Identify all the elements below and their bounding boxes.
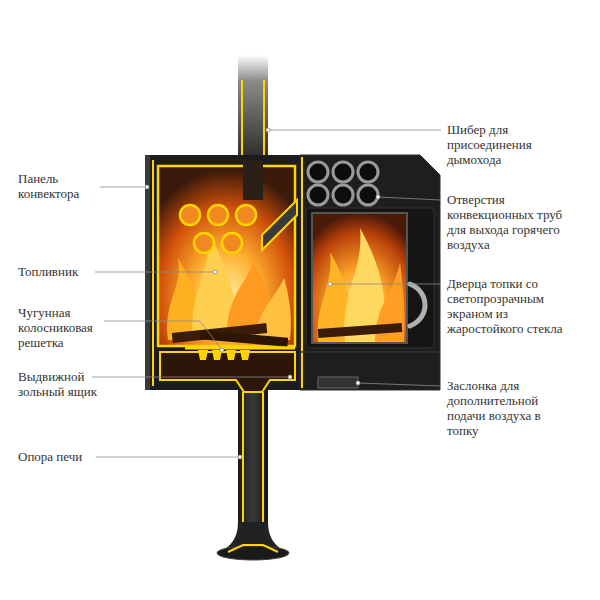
leader-dot	[238, 455, 242, 459]
leader-dot	[356, 381, 360, 385]
grate	[185, 347, 295, 350]
tube	[208, 205, 228, 225]
tube	[180, 205, 200, 225]
outlet-hole	[308, 162, 328, 182]
leader-line	[96, 457, 240, 458]
callout-label: Шибер для присоединения дымохода	[447, 122, 547, 167]
tube	[222, 233, 242, 253]
cutaway-edge	[228, 545, 278, 552]
leader-dots	[145, 128, 380, 459]
callout-label: Заслонка для дополнительной подачи возду…	[447, 378, 572, 438]
callout-label: Топливник	[18, 264, 108, 279]
leader-line	[268, 130, 441, 131]
outlet-hole	[358, 185, 378, 205]
log	[318, 323, 402, 338]
leader-line	[330, 284, 441, 285]
outlet-hole	[358, 162, 378, 182]
callout-label: Панель конвектора	[18, 171, 108, 201]
cutaway-edge	[152, 160, 154, 386]
grate-bar	[240, 350, 250, 360]
leader-dot	[376, 195, 380, 199]
grate-bars	[198, 350, 250, 360]
support-foot	[217, 546, 289, 560]
flames	[167, 232, 291, 347]
leader-line	[358, 383, 441, 386]
flue-opening	[243, 160, 263, 200]
grate-bar	[226, 350, 236, 360]
drawer-seam	[300, 351, 440, 353]
leader-line	[100, 187, 147, 188]
stove-front	[300, 155, 440, 390]
leader-dot	[328, 282, 332, 286]
cutaway-edge	[263, 80, 265, 168]
grate-bar	[198, 350, 208, 360]
ash-box	[160, 352, 295, 392]
leader-dot	[213, 270, 217, 274]
callout-label: Отверстия конвекционных труб для выхода …	[447, 192, 577, 252]
leader-line	[92, 377, 290, 378]
cutaway-edge	[301, 157, 303, 388]
leader-dot	[145, 185, 149, 189]
outlet-hole	[333, 162, 353, 182]
cutaway-edge	[241, 80, 243, 168]
convector-panel	[145, 155, 150, 390]
firebox	[158, 166, 295, 346]
tube	[194, 233, 214, 253]
air-damper	[318, 377, 358, 388]
callout-label: Дверца топки со светопрозрачным экраном …	[447, 276, 572, 336]
door-flames	[318, 228, 405, 342]
callout-label: Опора печи	[18, 449, 138, 464]
door-frame	[306, 208, 434, 348]
door-glass	[312, 213, 407, 343]
outlet-hole	[308, 185, 328, 205]
door-handle	[410, 284, 425, 326]
hot-air-outlets	[308, 162, 378, 205]
convection-tubes	[180, 205, 256, 253]
tube	[236, 205, 256, 225]
callout-label: Чугунная колосниковая решетка	[18, 305, 118, 350]
leader-dot	[288, 375, 292, 379]
leader-lines	[92, 130, 441, 457]
leader-dot	[220, 348, 224, 352]
leader-line	[95, 272, 215, 273]
leader-line	[378, 197, 441, 200]
flue-baffle	[262, 200, 297, 250]
leader-line	[104, 321, 222, 350]
callout-label: Выдвижной зольный ящик	[18, 369, 98, 399]
outlet-hole	[333, 185, 353, 205]
leader-dot	[266, 128, 270, 132]
